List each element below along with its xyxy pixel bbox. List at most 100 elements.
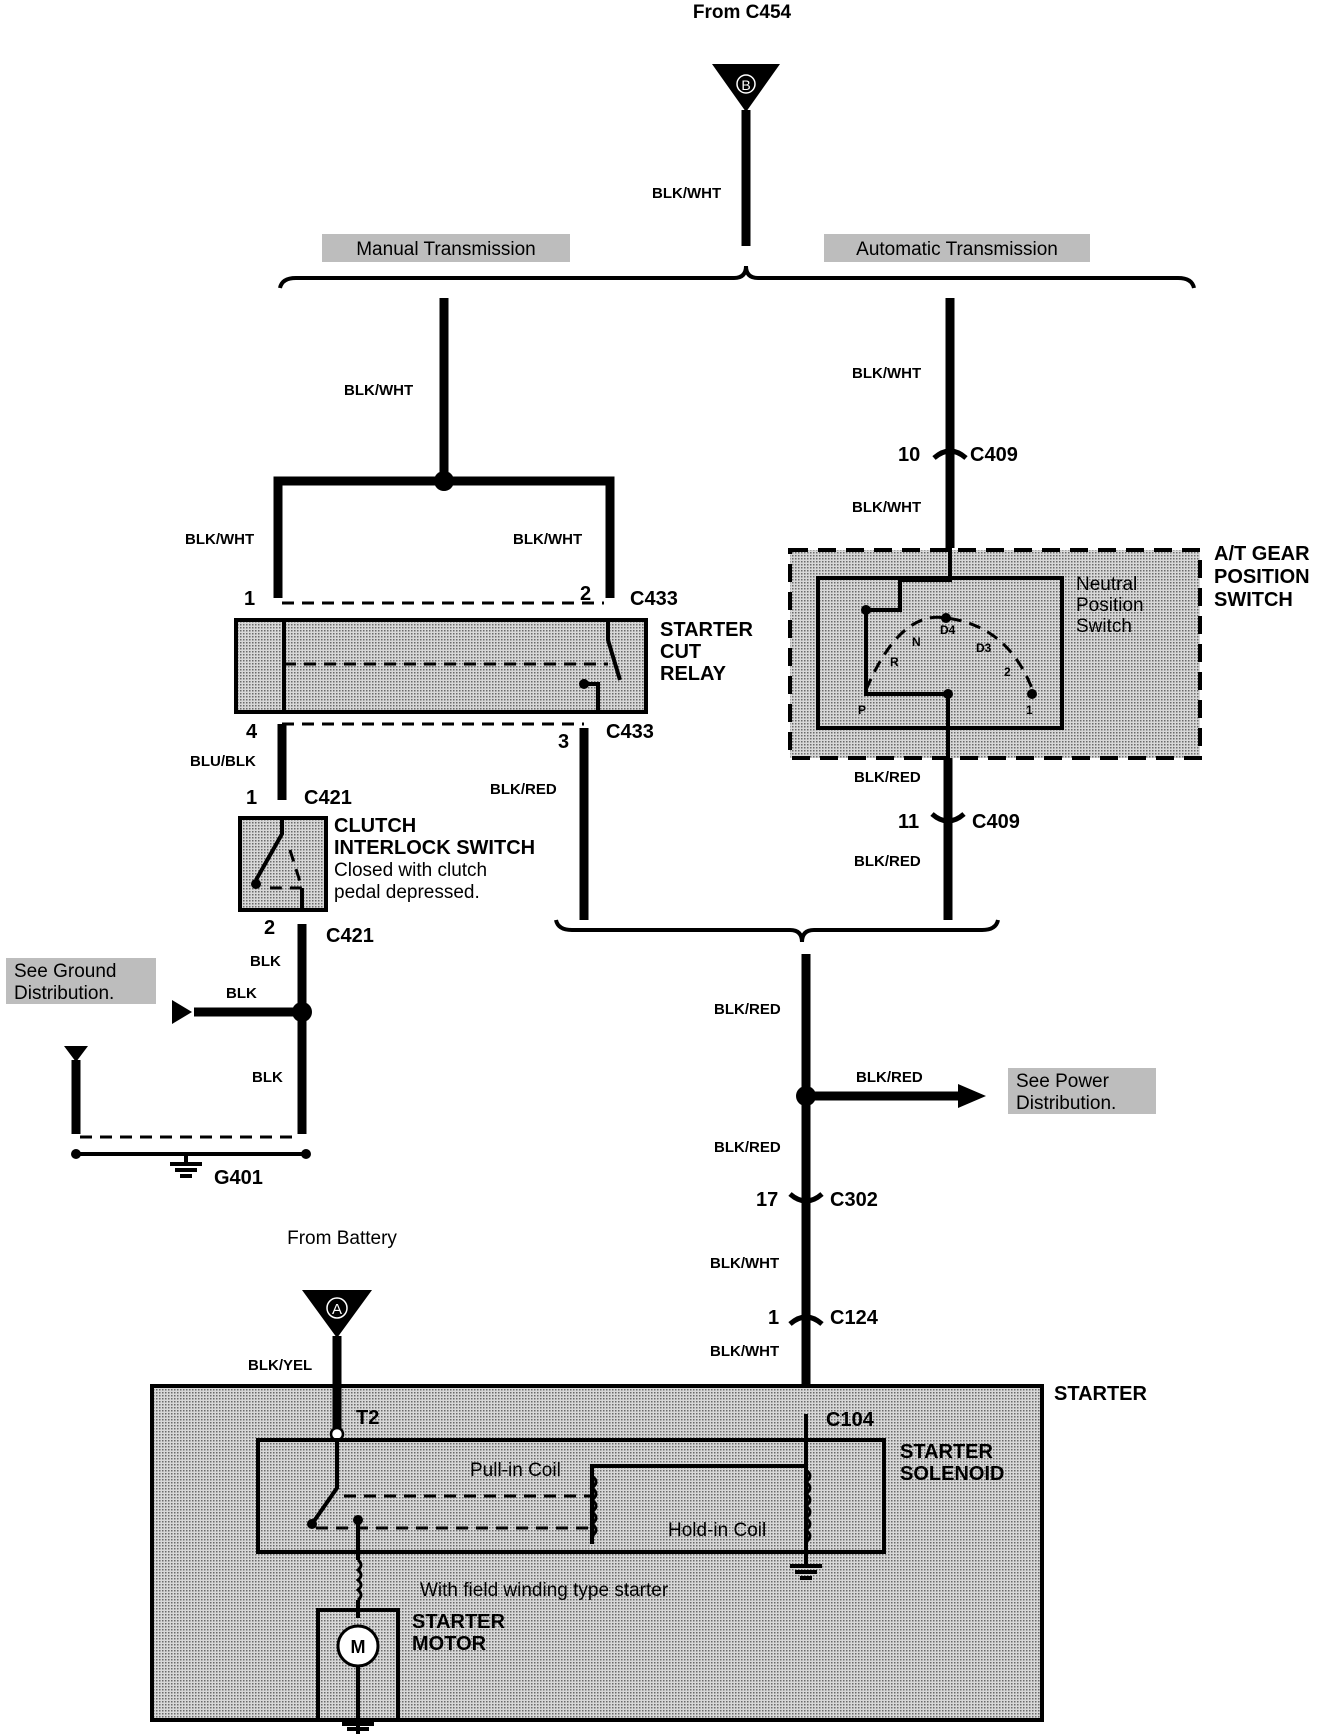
- motor-ground-icon: [342, 1722, 374, 1731]
- gear-switch-label-2: POSITION: [1214, 566, 1310, 588]
- c421-bottom-label: C421: [326, 925, 374, 947]
- relay-pin-4: 4: [246, 721, 258, 743]
- c409-top-connector: [932, 448, 968, 460]
- neutral-label-2: Position: [1076, 595, 1144, 616]
- see-power-highlight: [1008, 1068, 1156, 1114]
- motor-label-1: STARTER: [412, 1611, 506, 1633]
- c104-label: C104: [826, 1409, 875, 1431]
- gear-switch-label-1: A/T GEAR: [1214, 543, 1310, 565]
- c302-pin-17: 17: [756, 1189, 778, 1211]
- clutch-label-1: CLUTCH: [334, 815, 416, 837]
- solenoid-label-2: SOLENOID: [900, 1463, 1004, 1485]
- relay-label-3: RELAY: [660, 663, 727, 685]
- merge-wire-1-label: BLK/RED: [714, 1001, 781, 1018]
- clutch-pin-2: 2: [264, 917, 275, 939]
- gear-contact-r: [861, 605, 871, 615]
- power-arrow-icon: [958, 1084, 986, 1108]
- ground-g401-icon: [170, 1154, 202, 1178]
- gear-contact-1: [1027, 689, 1037, 699]
- motor-symbol: M: [351, 1637, 366, 1657]
- hold-in-coil-winding: [803, 1468, 812, 1544]
- g401-dot-left: [71, 1149, 81, 1159]
- ground-arrow-icon: [172, 1000, 192, 1024]
- pull-in-coil-winding: [589, 1474, 598, 1538]
- clutch-label-4: pedal depressed.: [334, 882, 480, 903]
- c409-top-label: C409: [970, 444, 1018, 466]
- gear-pos-d4: D4: [940, 623, 956, 637]
- from-c454-label: From C454: [693, 2, 792, 23]
- gear-pos-2: 2: [1004, 665, 1011, 679]
- c409-bottom-label: C409: [972, 811, 1020, 833]
- at-gear-position-switch: [788, 548, 1202, 760]
- wire-blk-3-label: BLK: [252, 1069, 283, 1086]
- merge-wire-4-label: BLK/WHT: [710, 1343, 779, 1360]
- see-ground-highlight: [6, 958, 156, 1004]
- c421-top-label: C421: [304, 787, 352, 809]
- c302-label: C302: [830, 1189, 878, 1211]
- c409-pin-11: 11: [898, 811, 919, 833]
- branch-bracket: [278, 265, 1196, 289]
- gear-pos-d3: D3: [976, 641, 992, 655]
- c409-bottom-connector: [930, 812, 966, 824]
- solenoid-ground-icon: [790, 1564, 822, 1580]
- automatic-transmission-label: Automatic Transmission: [856, 239, 1058, 260]
- wire-blk-1-label: BLK: [250, 953, 281, 970]
- manual-wire-top-label: BLK/WHT: [344, 382, 413, 399]
- auto-wire-3-label: BLK/RED: [854, 769, 921, 786]
- see-ground-line1: See Ground: [14, 961, 116, 982]
- gear-contact-n: [941, 613, 951, 623]
- relay-pin-1: 1: [244, 588, 255, 610]
- manual-transmission-label: Manual Transmission: [356, 239, 536, 260]
- starter-solenoid: [256, 1438, 886, 1554]
- c409-pin-10: 10: [898, 444, 920, 466]
- g401-dot-right: [301, 1149, 311, 1159]
- relay-pin-3: 3: [558, 731, 569, 753]
- solenoid-label-1: STARTER: [900, 1441, 994, 1463]
- see-power-line1: See Power: [1016, 1071, 1110, 1092]
- wire-power-label: BLK/RED: [856, 1069, 923, 1086]
- automatic-highlight: [824, 234, 1090, 262]
- gear-pos-p: P: [858, 703, 866, 717]
- connector-b-letter: B: [741, 77, 750, 93]
- from-battery-label: From Battery: [287, 1228, 397, 1249]
- relay-pin-2: 2: [580, 583, 591, 605]
- gear-switch-common: [864, 610, 948, 696]
- c433-bottom-label: C433: [606, 721, 654, 743]
- wire-blkyel-label: BLK/YEL: [248, 1357, 312, 1374]
- neutral-label-1: Neutral: [1076, 574, 1137, 595]
- manual-wire-right-label: BLK/WHT: [513, 531, 582, 548]
- clutch-switch-dash: [270, 849, 305, 890]
- wire-blublk-label: BLU/BLK: [190, 753, 256, 770]
- hold-in-coil-label: Hold-in Coil: [668, 1520, 766, 1541]
- c302-connector: [788, 1192, 824, 1204]
- pull-in-coil: [590, 1464, 806, 1544]
- relay-contact-dot: [579, 679, 589, 689]
- relay-label-1: STARTER: [660, 619, 754, 641]
- see-power-line2: Distribution.: [1016, 1093, 1116, 1114]
- clutch-switch-dot: [251, 879, 261, 889]
- auto-wire-1-label: BLK/WHT: [852, 365, 921, 382]
- wire-blk-2-label: BLK: [226, 985, 257, 1002]
- motor-label-2: MOTOR: [412, 1633, 487, 1655]
- connector-a-icon: A: [302, 1290, 372, 1338]
- neutral-label-3: Switch: [1076, 616, 1132, 637]
- gear-position-labels: N D4 D3 R 2 P 1: [858, 623, 1033, 717]
- gear-pos-r: R: [890, 655, 899, 669]
- solenoid-contact: [310, 1440, 339, 1526]
- auto-wire-4-label: BLK/RED: [854, 853, 921, 870]
- merge-wire-2-label: BLK/RED: [714, 1139, 781, 1156]
- c124-pin-1: 1: [768, 1307, 779, 1329]
- clutch-label-3: Closed with clutch: [334, 860, 487, 881]
- field-winding: [355, 1558, 363, 1602]
- see-ground-line2: Distribution.: [14, 983, 114, 1004]
- manual-wire-left: [273, 476, 444, 598]
- solenoid-motor-dot: [353, 1515, 363, 1525]
- gear-switch-arc: [864, 615, 1036, 695]
- gear-pos-1: 1: [1026, 703, 1033, 717]
- gear-pos-n: N: [912, 635, 921, 649]
- starter-cut-relay: [234, 618, 648, 714]
- wire-top-label: BLK/WHT: [652, 185, 721, 202]
- solenoid-contact-dot: [307, 1519, 317, 1529]
- relay-label-2: CUT: [660, 641, 701, 663]
